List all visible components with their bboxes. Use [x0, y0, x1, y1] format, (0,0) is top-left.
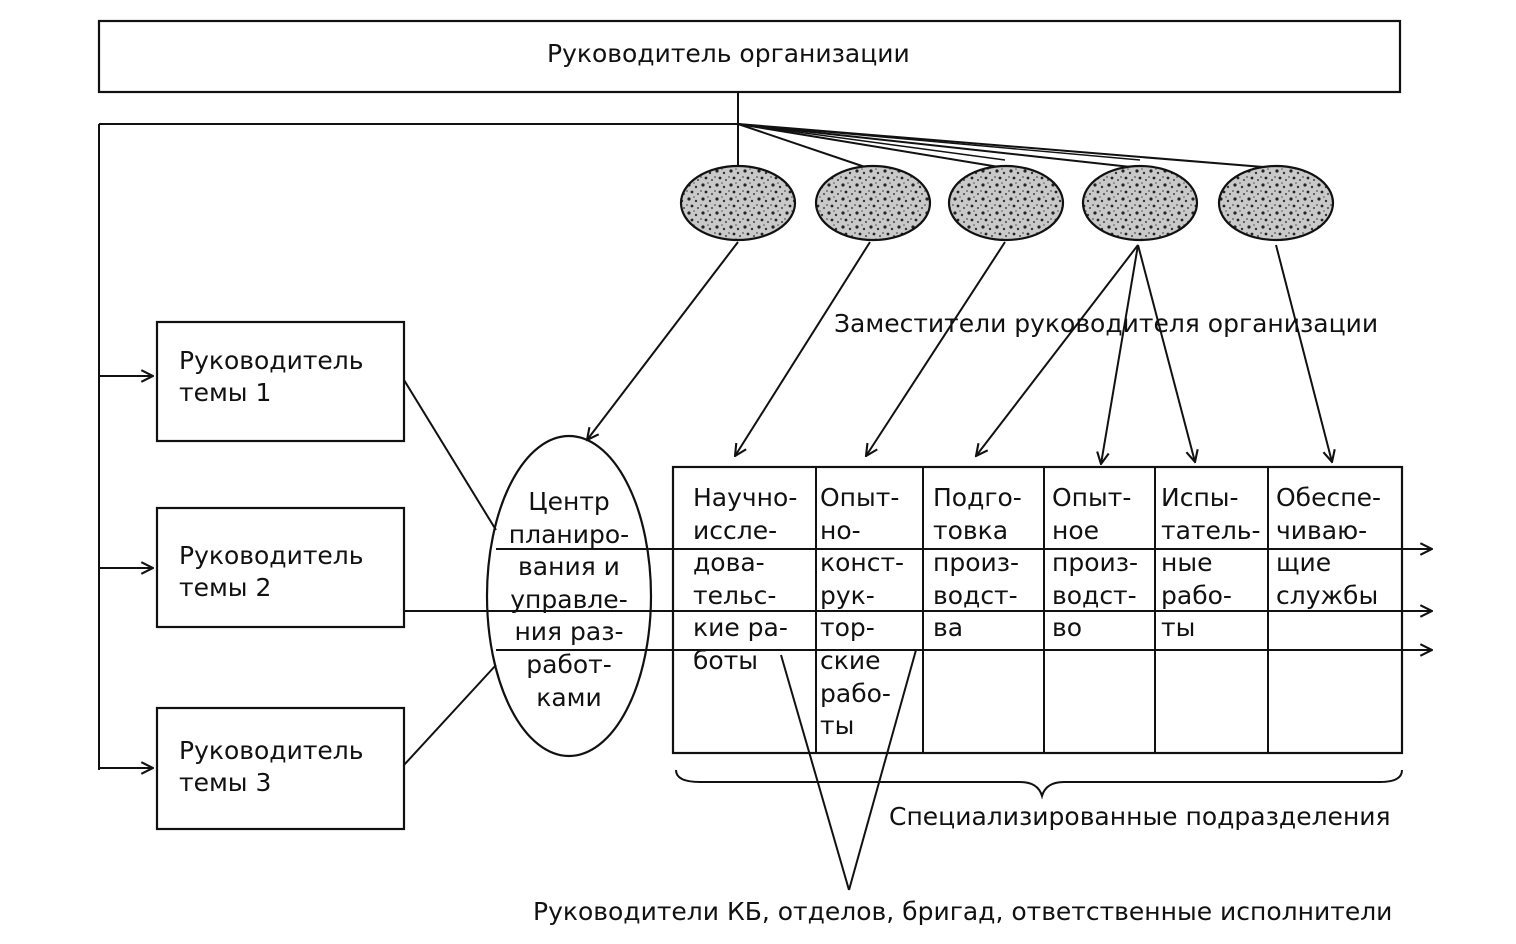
deputy4-to-prep	[976, 244, 1139, 456]
deputy2-to-research	[735, 241, 871, 456]
deputy3-to-design	[866, 241, 1006, 456]
theme-lead-label-2: Руководитель темы 2	[179, 541, 364, 602]
v-line-left	[780, 654, 850, 891]
theme-lead-label-3: Руководитель темы 3	[179, 736, 364, 797]
department-services: Обеспе- чиваю- щие службы	[1276, 483, 1381, 610]
deputy5-to-services	[1275, 244, 1332, 462]
department-production-prep: Подго- товка произ- водст- ва	[933, 483, 1022, 643]
deputies-caption: Заместители руководителя организации	[834, 309, 1379, 338]
deputy4-to-pilot	[1101, 244, 1139, 464]
specialized-caption: Специализированные подразделения	[889, 802, 1391, 831]
line-to-deputy-2	[737, 123, 869, 169]
department-research: Научно- иссле- дова- тельс- кие ра- боты	[693, 483, 798, 675]
fan-guide-2	[737, 123, 1141, 161]
department-testing: Испы- татель- ные рабо- ты	[1161, 483, 1261, 643]
specialized-brace	[675, 769, 1403, 800]
planning-center-label: Центр планиро- вания и управле- ния раз-…	[508, 487, 630, 712]
theme-lead-label-1: Руководитель темы 1	[179, 346, 364, 407]
top-box	[97, 19, 1402, 94]
planning-center-ellipse	[485, 434, 653, 758]
v-line-right	[848, 649, 917, 891]
theme1-line	[403, 379, 497, 531]
theme3-line	[403, 664, 497, 766]
deputy-ellipse-2	[814, 164, 932, 242]
deputy1-to-center	[587, 241, 739, 440]
line-to-deputy-4	[737, 123, 1141, 169]
fan-guide-1	[737, 123, 1006, 161]
deputy-ellipse-3	[947, 164, 1065, 242]
top-box-label: Руководитель организации	[547, 39, 910, 68]
deputy-ellipse-1	[679, 164, 797, 242]
bottom-caption: Руководители КБ, отделов, бригад, ответс…	[533, 897, 1393, 926]
deputy4-to-testing	[1137, 244, 1195, 462]
theme-lead-box-3	[155, 706, 406, 831]
deputy-ellipse-4	[1081, 164, 1199, 242]
theme-lead-box-2	[155, 506, 406, 629]
line-to-deputy-3	[737, 123, 1006, 169]
theme-lead-box-1	[155, 320, 406, 443]
department-pilot-production: Опыт- ное произ- водст- во	[1052, 483, 1139, 643]
deputy-ellipse-5	[1217, 164, 1335, 242]
department-design: Опыт- но- конст- рук- тор- ские рабо- ты	[820, 483, 905, 741]
